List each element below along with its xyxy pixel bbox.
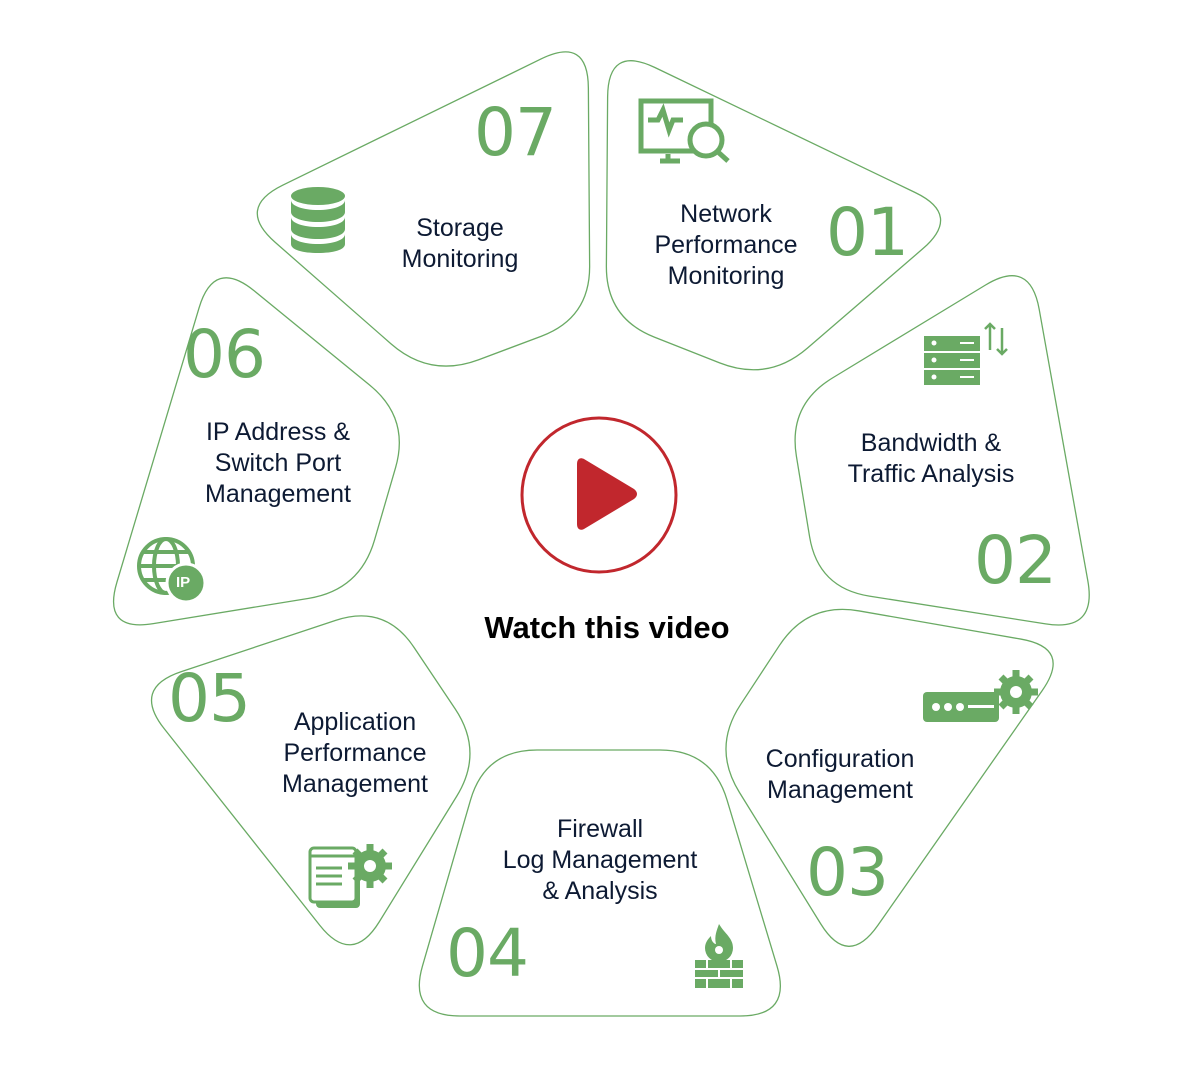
label-line: Storage xyxy=(416,214,504,242)
segment-01-number: 01 xyxy=(826,194,909,271)
label-line: Log Management xyxy=(502,846,698,874)
label-line: Management xyxy=(205,480,351,508)
label-line: Application xyxy=(293,708,417,736)
segment-06-outline xyxy=(112,277,400,626)
label-line: Performance xyxy=(283,739,427,767)
label-line: Monitoring xyxy=(667,262,785,290)
label-line: Bandwidth & xyxy=(860,429,1002,457)
label-line: Switch Port xyxy=(214,449,342,477)
segment-01-outline xyxy=(605,60,942,371)
server-traffic-icon xyxy=(922,320,1014,393)
database-icon xyxy=(289,186,347,259)
label-line: Firewall xyxy=(556,815,644,843)
segment-02-outline xyxy=(794,275,1090,626)
watch-video-label[interactable]: Watch this video xyxy=(484,610,730,645)
segment-02-label: Bandwidth & Traffic Analysis xyxy=(848,428,1015,490)
label-line: Management xyxy=(282,770,428,798)
segment-05-number: 05 xyxy=(168,660,251,737)
label-line: Management xyxy=(767,776,913,804)
monitor-search-icon xyxy=(638,98,732,171)
segment-07-outline xyxy=(256,51,591,367)
globe-ip-icon: IP xyxy=(136,536,207,609)
segment-06-number: 06 xyxy=(183,316,266,393)
device-gear-icon xyxy=(922,670,1040,731)
segment-03-number: 03 xyxy=(806,834,889,911)
play-video-button[interactable] xyxy=(520,416,678,574)
label-line: Monitoring xyxy=(401,245,519,273)
label-line: IP Address & xyxy=(205,418,351,446)
segment-02-number: 02 xyxy=(974,522,1057,599)
play-icon xyxy=(520,416,678,574)
app-gear-icon xyxy=(308,842,396,915)
segment-05-outline xyxy=(150,615,471,946)
segment-07-number: 07 xyxy=(474,94,557,171)
ip-badge: IP xyxy=(176,574,191,591)
segment-04-outline xyxy=(418,749,781,1017)
label-line: & Analysis xyxy=(542,877,658,905)
label-line: Configuration xyxy=(765,745,915,773)
segment-04-number: 04 xyxy=(446,915,529,992)
firewall-icon xyxy=(694,922,744,995)
label-line: Traffic Analysis xyxy=(847,460,1015,488)
label-line: Network xyxy=(680,200,772,228)
segment-03-outline xyxy=(725,608,1054,947)
label-line: Performance xyxy=(654,231,798,259)
